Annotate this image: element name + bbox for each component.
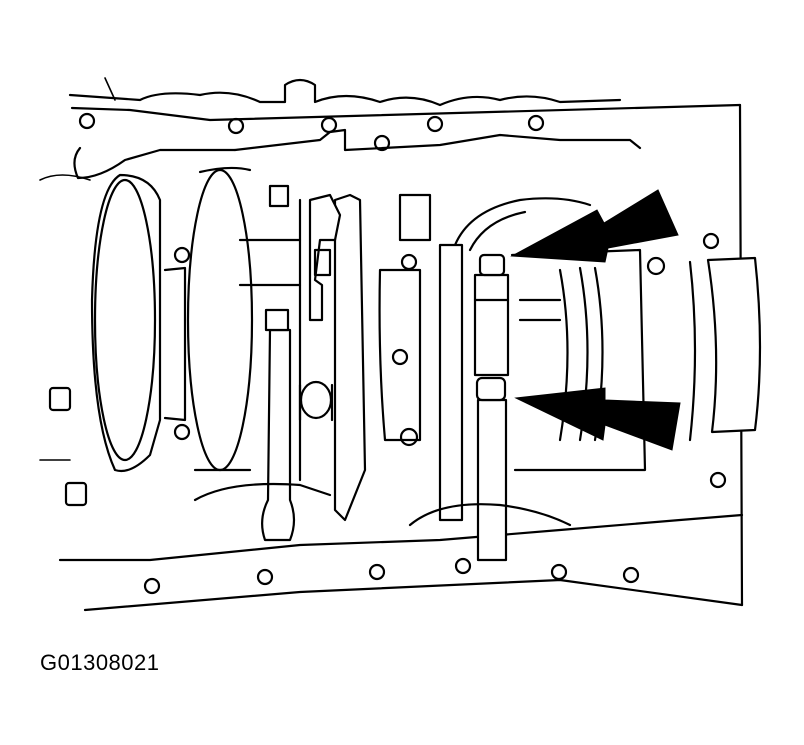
lower-arrow-icon — [514, 387, 681, 451]
lower-rail — [58, 232, 744, 612]
upper-arrow-icon — [510, 189, 679, 263]
block-top-outline — [68, 77, 622, 107]
crankshaft — [90, 166, 762, 522]
lower-bolt — [475, 376, 507, 402]
connecting-rod-left — [261, 184, 334, 542]
side-bolts — [48, 246, 191, 507]
callout-arrows — [510, 189, 681, 451]
figure-id-label: G01308021 — [40, 650, 160, 675]
main-bearing-cap-right — [438, 243, 510, 562]
upper-bolt — [478, 253, 506, 277]
upper-rail — [70, 103, 744, 607]
sump-lines — [39, 174, 572, 527]
